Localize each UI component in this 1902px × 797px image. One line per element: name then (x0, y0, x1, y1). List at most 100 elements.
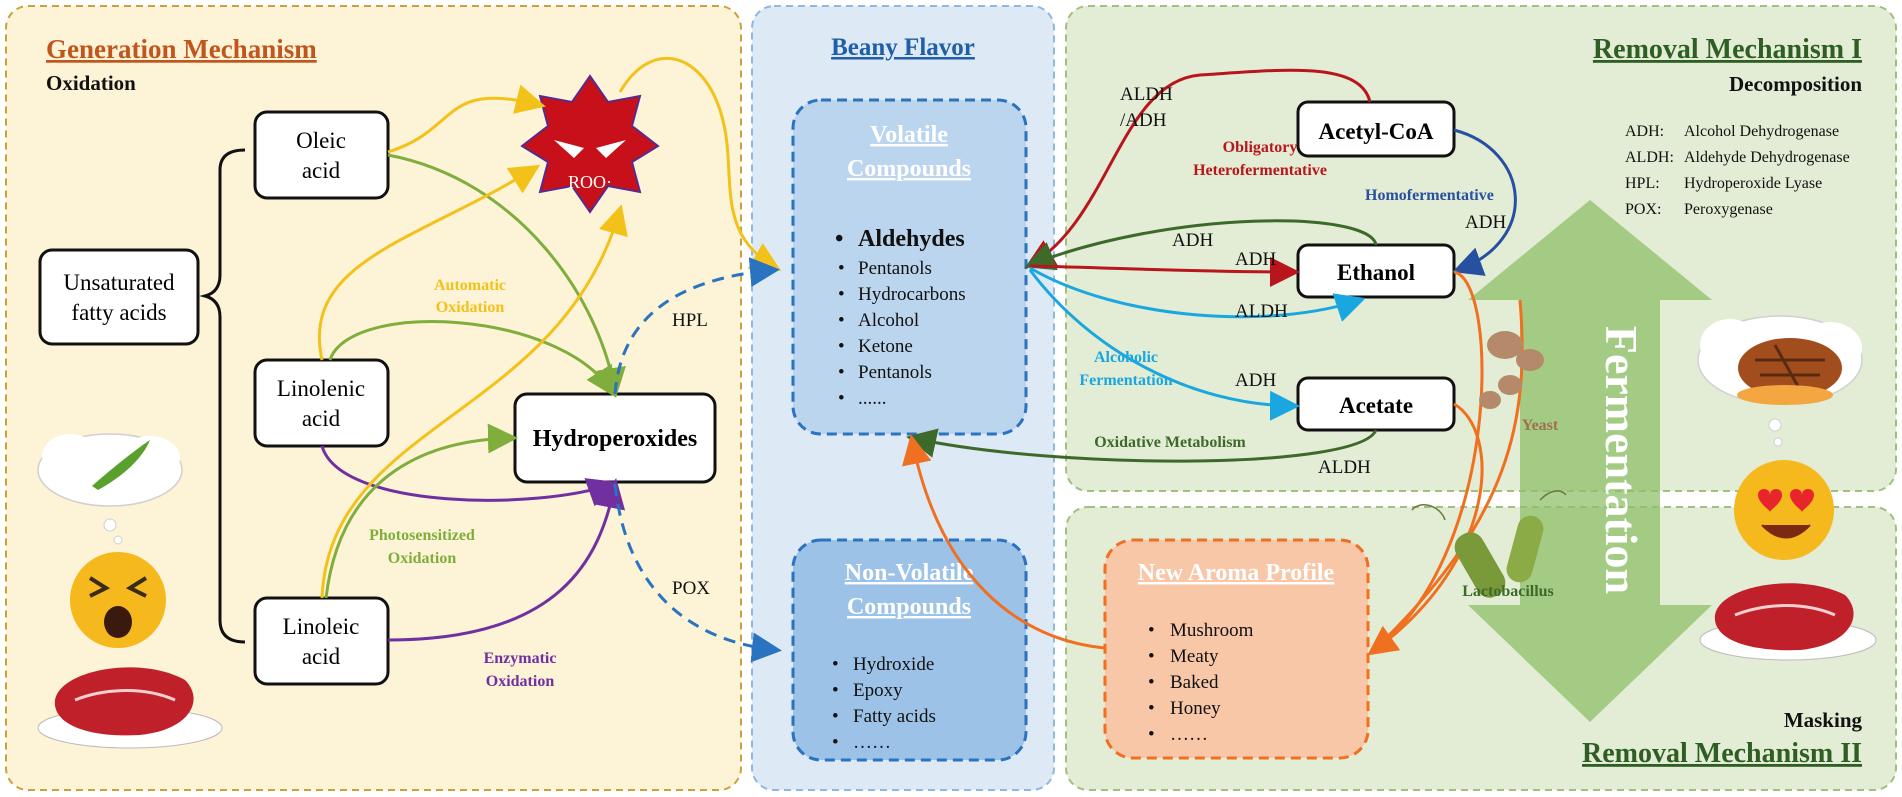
photosensitized-label: Photosensitized (369, 527, 475, 544)
unsaturated-node (38, 248, 200, 346)
acetate-to-aroma-line (1371, 402, 1484, 654)
obligatory-label: Obligatory (1223, 139, 1298, 156)
unsaturated-label: fatty acids (71, 300, 166, 325)
svg-text:•: • (1148, 724, 1155, 745)
alcoholic-label: Fermentation (1079, 372, 1172, 389)
automatic-label: Oxidation (436, 299, 505, 316)
bracket (199, 148, 246, 644)
volatile-item: Ketone (858, 336, 913, 357)
removal1-subtitle: Decomposition (1729, 72, 1862, 96)
aroma-item: …… (1170, 724, 1208, 745)
nonvolatile-title: Compounds (847, 594, 971, 620)
roo-eye-icon (596, 140, 626, 158)
homofermentative-label: Homofermentative (1365, 187, 1494, 204)
linoleic-to-roo-arrow (320, 204, 628, 599)
unsaturated-label: Unsaturated (63, 270, 175, 295)
adh-label: ADH (1172, 230, 1213, 251)
nonvolatile-list: •Hydroxide •Epoxy •Fatty acids •…… (832, 654, 936, 753)
oleic-to-hydro-arrow (387, 153, 626, 398)
svg-text:•: • (1148, 672, 1155, 693)
acetyl-node (1296, 100, 1456, 158)
abbr-value: Alcohol Dehydrogenase (1684, 123, 1839, 140)
aroma-item: Meaty (1170, 646, 1219, 667)
yeast-label: Yeast (1522, 417, 1559, 434)
volatile-to-ethanol-cyan-arrow (1029, 266, 1366, 322)
abbr-key: POX: (1625, 201, 1661, 218)
volatile-list: • Pentanols • Hydrocarbons • Alcohol • Keton… (838, 258, 966, 409)
beany-title: Beany Flavor (831, 34, 975, 61)
removal2-title: Removal Mechanism II (1582, 738, 1862, 769)
aldehydes-item: Aldehydes (858, 226, 965, 252)
abbr-value: Peroxygenase (1684, 201, 1773, 218)
aroma-to-volatile-arrow (902, 434, 1106, 650)
obligatory-label: Heterofermentative (1193, 162, 1327, 179)
generation-subtitle: Oxidation (46, 71, 136, 95)
enzymatic-label: Oxidation (486, 673, 555, 690)
roo-eye-icon (554, 140, 584, 158)
aroma-item: Honey (1170, 698, 1221, 719)
volatile-to-ethanol-red-arrow (1029, 256, 1300, 287)
aroma-box (1103, 538, 1370, 760)
svg-text:•: • (838, 362, 845, 383)
obligatory-arrow (1024, 68, 1372, 268)
hpl-arrow (613, 257, 780, 395)
adh-label: ADH (1235, 370, 1276, 391)
svg-text:•: • (838, 310, 845, 331)
aroma-item: Baked (1170, 672, 1219, 693)
nonvolatile-item: Epoxy (853, 680, 903, 701)
linolenic-node (253, 358, 390, 448)
alcoholic-label: Alcoholic (1094, 349, 1158, 366)
nonvolatile-box (791, 538, 1028, 762)
aldh-label: ALDH (1318, 457, 1371, 478)
volatile-title: Compounds (847, 156, 971, 182)
yeast-icon (1479, 331, 1544, 409)
automatic-label: Automatic (434, 277, 506, 294)
nonvolatile-item: Hydroxide (853, 654, 934, 675)
alcoholic-fermentation-arrow (1028, 269, 1300, 421)
acetyl-label: Acetyl-CoA (1319, 119, 1434, 144)
pox-arrow (613, 483, 782, 663)
oxidative-metabolism-arrow (906, 428, 1378, 463)
thought-cloud-beans-icon (37, 433, 183, 545)
svg-text:•: • (838, 258, 845, 279)
linolenic-to-roo-arrow (318, 164, 541, 361)
linolenic-to-hydro-purple-arrow (320, 445, 618, 507)
linoleic-to-hydro-arrow (324, 423, 518, 599)
volatile-item: Hydrocarbons (858, 284, 966, 305)
oleic-label: acid (302, 158, 341, 183)
enzymatic-label: Enzymatic (484, 650, 557, 667)
removal1-title: Removal Mechanism I (1593, 34, 1862, 65)
roo-to-volatile-arrow (618, 56, 782, 271)
hydroperoxides-label: Hydroperoxides (533, 426, 697, 452)
roo-label: ROO· (568, 172, 612, 192)
roo-radical-icon (520, 74, 660, 214)
volatile-item: Alcohol (858, 310, 919, 331)
fermentation-double-arrow (1468, 200, 1712, 722)
svg-text:•: • (838, 284, 845, 305)
hpl-label: HPL (672, 310, 708, 331)
abbr-key: HPL: (1625, 175, 1660, 192)
svg-text:•: • (1148, 620, 1155, 641)
thought-cloud-cooked-steak-icon (1697, 315, 1863, 447)
oleic-node (253, 110, 390, 200)
adh-label: ADH (1465, 212, 1506, 233)
svg-text:•: • (1148, 698, 1155, 719)
abbr-key: ALDH: (1625, 149, 1674, 166)
svg-text:•: • (838, 336, 845, 357)
svg-text:•: • (838, 388, 845, 409)
removal2-subtitle: Masking (1784, 708, 1863, 732)
linoleic-enzymatic-arrow (387, 478, 626, 642)
lactobacillus-label: Lactobacillus (1462, 583, 1554, 600)
homofermentative-arrow (1452, 128, 1517, 276)
nonvolatile-title: Non-Volatile (845, 560, 974, 586)
nonvolatile-item: Fatty acids (853, 706, 936, 727)
aldh-adh-label: /ADH (1120, 110, 1167, 131)
volatile-item: Pentanols (858, 362, 932, 383)
svg-text:•: • (832, 680, 839, 701)
heart-eyes-face-icon (1734, 460, 1834, 560)
linoleic-node (253, 596, 390, 686)
aroma-list: •Mushroom •Meaty •Baked •Honey •…… (1148, 620, 1254, 745)
raw-steak-right-icon (1699, 583, 1877, 661)
fermentation-label: Fermentation (1596, 326, 1647, 594)
